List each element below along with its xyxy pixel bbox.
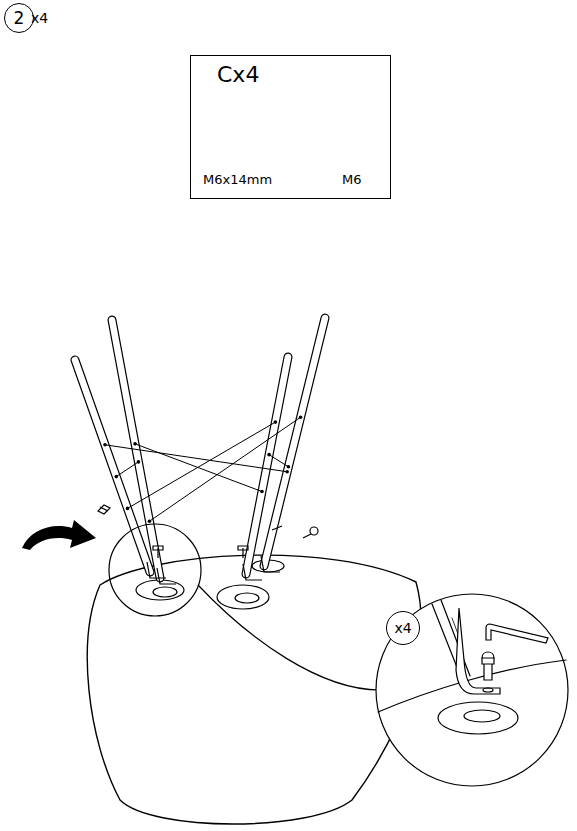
zoom-detail: [376, 594, 568, 786]
step-number: 2: [5, 4, 33, 32]
cross-wire: [149, 417, 300, 521]
cross-wire: [116, 462, 138, 477]
callout-circle: 2: [4, 3, 34, 33]
wire-joint: [299, 415, 303, 419]
quantity-callout: x4: [387, 612, 419, 644]
cross-wire: [128, 422, 276, 508]
rotate-arrow: [22, 520, 96, 550]
wire-joint: [287, 465, 291, 469]
cross-wire: [269, 455, 288, 467]
wire-joint: [103, 443, 107, 447]
screw-icons: [98, 505, 318, 558]
washer-size: M6: [342, 173, 362, 186]
detail-circle: [109, 524, 201, 616]
callout-circle: x4: [386, 611, 420, 645]
cross-wire: [105, 445, 287, 472]
bolt-size: M6x14mm: [203, 173, 272, 186]
leg-bracket: [261, 556, 280, 572]
hardware-code: Cx4: [217, 64, 259, 86]
leg-tube-fill: [264, 318, 325, 566]
wire-joint: [267, 453, 271, 457]
leg-bracket: [147, 562, 166, 578]
detail-leader: [198, 585, 380, 690]
leg-bracket: [243, 564, 262, 580]
wire-joint: [133, 442, 137, 446]
wire-joint: [260, 490, 264, 494]
wire-joint: [126, 507, 130, 511]
wire-joint: [137, 460, 141, 464]
hardware-box: Cx4M6x14mm M6: [190, 55, 391, 199]
leg-bracket: [157, 568, 176, 584]
quantity-label: x4: [31, 11, 48, 25]
wire-joint: [285, 470, 289, 474]
cross-wire: [135, 444, 262, 492]
wire-joint: [114, 475, 118, 479]
seat-shell: [87, 555, 421, 824]
wire-joint: [148, 519, 152, 523]
wire-joint: [274, 420, 278, 424]
